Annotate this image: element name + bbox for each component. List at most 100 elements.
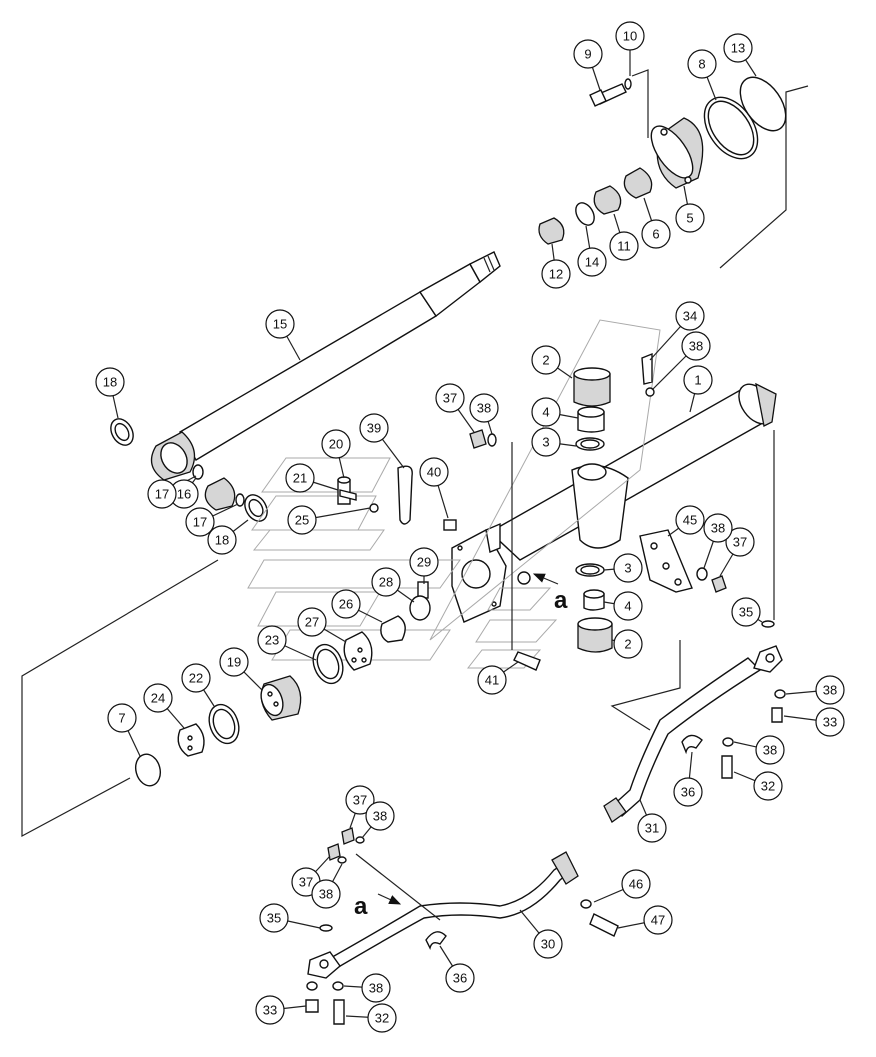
boss-6	[623, 167, 653, 199]
callout-number: 38	[477, 401, 491, 416]
callout-circle	[531, 397, 561, 427]
part-callout: 32	[367, 1003, 397, 1033]
part-callout: 3	[613, 553, 643, 583]
callout-circle	[675, 203, 705, 233]
part-callout: 33	[255, 995, 285, 1025]
view-label: a	[354, 893, 368, 920]
callout-number: 31	[645, 821, 659, 836]
callout-number: 14	[585, 255, 599, 270]
callout-number: 17	[155, 487, 169, 502]
callout-circle	[815, 707, 845, 737]
callout-number: 24	[151, 691, 165, 706]
bearing-stack	[573, 367, 613, 653]
washer-38-lower-a	[306, 981, 318, 991]
callout-number: 45	[683, 513, 697, 528]
nut-37-lower-b	[327, 843, 341, 861]
part-callout: 37	[725, 527, 755, 557]
callout-circle	[541, 259, 571, 289]
callout-circle	[181, 663, 211, 693]
callout-circle	[609, 231, 639, 261]
spring-pin-21	[339, 489, 357, 501]
callout-circle	[753, 771, 783, 801]
view-label-layer: aa	[354, 587, 568, 920]
callout-number: 7	[118, 711, 125, 726]
callout-number: 5	[686, 211, 693, 226]
callout-circle	[367, 1003, 397, 1033]
part-callout: 17	[147, 479, 177, 509]
nut-37-upper	[469, 429, 487, 449]
callout-circle	[365, 801, 395, 831]
assembly-boundary-lines	[21, 85, 809, 838]
callout-circle	[371, 567, 401, 597]
callout-number: 1	[694, 373, 701, 388]
callout-number: 33	[823, 715, 837, 730]
plug-12	[538, 217, 565, 245]
callout-circle	[687, 49, 717, 79]
part-callout: 2	[531, 345, 561, 375]
view-label: a	[554, 587, 568, 614]
part-callout: 1	[683, 365, 713, 395]
callout-number: 3	[542, 435, 549, 450]
callout-number: 36	[681, 785, 695, 800]
bolt-41	[513, 651, 541, 671]
callout-number: 37	[353, 793, 367, 808]
callout-number: 2	[624, 637, 631, 652]
part-callout: 33	[815, 707, 845, 737]
washer-14	[575, 202, 595, 226]
part-callout: 36	[673, 777, 703, 807]
callout-number: 38	[689, 339, 703, 354]
cylinder-rod-15	[110, 251, 501, 522]
callout-number: 33	[263, 1003, 277, 1018]
callout-circle	[207, 525, 237, 555]
nut-37-lower-a	[341, 827, 355, 845]
part-callout: 36	[445, 963, 475, 993]
cap-2-bottom	[577, 623, 613, 653]
callout-number: 38	[711, 521, 725, 536]
bracket-group	[469, 352, 775, 671]
callout-circle	[95, 367, 125, 397]
callout-number: 13	[731, 41, 745, 56]
part-callout: 12	[541, 259, 571, 289]
callout-circle	[409, 547, 439, 577]
part-callout: 17	[185, 507, 215, 537]
bolt-33-lower	[305, 999, 319, 1013]
part-callout: 19	[219, 647, 249, 677]
callout-circle	[643, 905, 673, 935]
nut-37-bracket	[711, 575, 727, 593]
part-callout: 13	[723, 33, 753, 63]
callout-circle	[613, 553, 643, 583]
callout-circle	[359, 413, 389, 443]
callout-number: 11	[617, 239, 631, 254]
part-callout: 37	[345, 785, 375, 815]
callout-number: 41	[485, 673, 499, 688]
callout-layer: 1223344567891011121314151617171818192021…	[95, 21, 845, 1033]
callout-circle	[673, 777, 703, 807]
part-callout: 38	[361, 973, 391, 1003]
callout-circle	[531, 345, 561, 375]
clip-36-lower	[425, 931, 447, 951]
part-callout: 26	[331, 589, 361, 619]
lever-group	[337, 465, 457, 643]
callout-number: 10	[623, 29, 637, 44]
callout-circle	[725, 527, 755, 557]
callout-circle	[577, 247, 607, 277]
callout-number: 27	[305, 615, 319, 630]
callout-number: 39	[367, 421, 381, 436]
part-callout: 30	[533, 929, 563, 959]
callout-circle	[703, 513, 733, 543]
washer-38-pipe-a	[774, 689, 786, 699]
callout-number: 32	[761, 779, 775, 794]
callout-circle	[531, 427, 561, 457]
plug-35-lower	[319, 924, 333, 932]
callout-circle	[469, 393, 499, 423]
callout-circle	[613, 591, 643, 621]
plug-35-upper	[761, 620, 775, 628]
washer-38-pipe-b	[722, 737, 734, 747]
callout-circle	[533, 929, 563, 959]
part-callout: 32	[753, 771, 783, 801]
callout-circle	[321, 429, 351, 459]
part-callout: 39	[359, 413, 389, 443]
part-callout: 22	[181, 663, 211, 693]
callout-circle	[477, 665, 507, 695]
callout-number: 18	[103, 375, 117, 390]
